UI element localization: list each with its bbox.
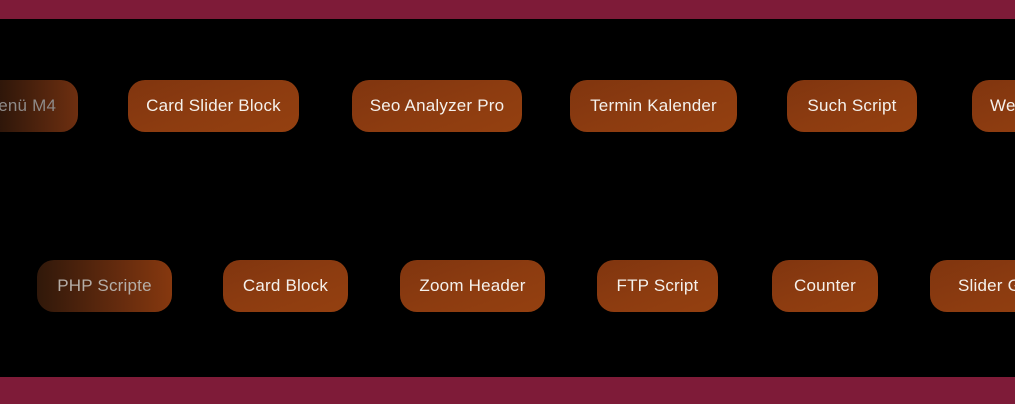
block-button-zoom-header[interactable]: Zoom Header — [400, 260, 545, 312]
block-button-seo-analyzer-pro[interactable]: Seo Analyzer Pro — [352, 80, 522, 132]
block-button-counter[interactable]: Counter — [772, 260, 878, 312]
block-button-menu-m4[interactable]: Menü M4 — [0, 80, 78, 132]
block-button-slider-ge[interactable]: Slider Ge — [930, 260, 1015, 312]
block-button-termin-kalender[interactable]: Termin Kalender — [570, 80, 737, 132]
block-button-card-block[interactable]: Card Block — [223, 260, 348, 312]
block-button-card-slider-block[interactable]: Card Slider Block — [128, 80, 299, 132]
top-bar — [0, 0, 1015, 19]
block-button-such-script[interactable]: Such Script — [787, 80, 917, 132]
bottom-bar — [0, 377, 1015, 404]
block-button-we[interactable]: We — [972, 80, 1015, 132]
block-button-ftp-script[interactable]: FTP Script — [597, 260, 718, 312]
block-button-php-scripte[interactable]: PHP Scripte — [37, 260, 172, 312]
